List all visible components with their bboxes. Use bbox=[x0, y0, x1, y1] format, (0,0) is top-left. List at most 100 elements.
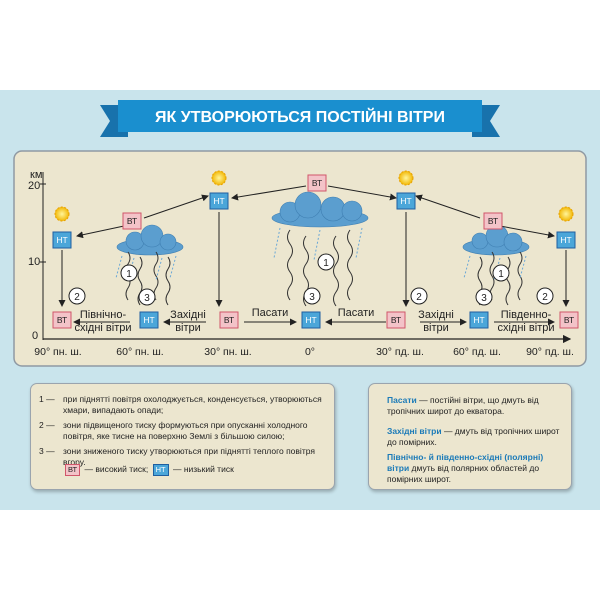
svg-text:НТ: НТ bbox=[560, 235, 571, 245]
tick-label: 20 bbox=[28, 180, 40, 192]
lat-label: 30° пн. ш. bbox=[204, 346, 251, 358]
low-pressure-box: НТ bbox=[469, 311, 489, 329]
legend-text: при піднятті повітря охолоджується, конд… bbox=[63, 394, 322, 415]
cloud-icon bbox=[271, 191, 369, 228]
svg-text:НТ: НТ bbox=[473, 315, 484, 325]
svg-text:НТ: НТ bbox=[56, 235, 67, 245]
low-pressure-box: НТ bbox=[52, 231, 72, 249]
definition-trade: Пасати — постійні вітри, що дмуть від тр… bbox=[387, 395, 567, 417]
marker-1: 1 bbox=[492, 264, 510, 282]
high-pressure-box: ВТ bbox=[307, 174, 327, 192]
sun-icon bbox=[398, 170, 414, 186]
sun-icon bbox=[558, 206, 574, 222]
wind-label-westerly: вітри bbox=[423, 322, 449, 334]
low-pressure-tag: НТ bbox=[152, 464, 169, 476]
low-pressure-box: НТ bbox=[301, 311, 321, 329]
marker-2: 2 bbox=[536, 287, 554, 305]
lat-label: 90° пд. ш. bbox=[526, 346, 574, 358]
title-banner: ЯК УТВОРЮЮТЬСЯ ПОСТІЙНІ ВІТРИ bbox=[100, 100, 500, 137]
legend-text: зони зниженого тиску утворюються при під… bbox=[63, 446, 315, 467]
legend-item: 2 — зони підвищеного тиску формуються пр… bbox=[39, 420, 329, 442]
arrow-icon bbox=[415, 194, 481, 219]
lat-label: 60° пн. ш. bbox=[116, 346, 163, 358]
legend-panel: 1 — при піднятті повітря охолоджується, … bbox=[30, 383, 335, 490]
cloud-icon bbox=[116, 224, 184, 256]
banner-body bbox=[118, 100, 482, 132]
marker-2: 2 bbox=[68, 287, 86, 305]
svg-text:ВТ: ВТ bbox=[127, 216, 137, 226]
page-title: ЯК УТВОРЮЮТЬСЯ ПОСТІЙНІ ВІТРИ bbox=[155, 107, 445, 126]
rain-icon bbox=[115, 227, 527, 281]
svg-text:3: 3 bbox=[481, 293, 487, 304]
svg-text:2: 2 bbox=[416, 292, 422, 303]
svg-text:НТ: НТ bbox=[213, 196, 224, 206]
low-pressure-box: НТ bbox=[396, 192, 416, 210]
definition-text: — постійні вітри, що дмуть від тропічних… bbox=[387, 395, 539, 416]
svg-text:2: 2 bbox=[74, 292, 80, 303]
arrow-icon bbox=[499, 225, 555, 239]
svg-text:ВТ: ВТ bbox=[224, 315, 234, 325]
low-pressure-box: НТ bbox=[139, 311, 159, 329]
definition-term: Пасати bbox=[387, 395, 417, 405]
wind-label-westerly: Західні bbox=[418, 309, 454, 321]
arrow-icon bbox=[327, 185, 397, 201]
definition-westerly: Західні вітри — дмуть від тропічних широ… bbox=[387, 426, 567, 448]
high-pressure-box: ВТ bbox=[52, 311, 72, 329]
high-pressure-desc: — високий тиск; bbox=[84, 464, 149, 474]
tick-label: 0 bbox=[32, 330, 38, 342]
definitions-panel: Пасати — постійні вітри, що дмуть від тр… bbox=[368, 383, 572, 490]
wind-label-trade: Пасати bbox=[338, 307, 375, 319]
svg-text:ВТ: ВТ bbox=[312, 178, 322, 188]
legend-number: 3 — bbox=[39, 446, 55, 456]
high-pressure-box: ВТ bbox=[122, 212, 142, 230]
wind-label-westerly: вітри bbox=[175, 322, 201, 334]
cloud-icon bbox=[462, 224, 530, 256]
marker-1: 1 bbox=[317, 253, 335, 271]
legend-number: 2 — bbox=[39, 420, 55, 430]
svg-text:1: 1 bbox=[126, 269, 132, 280]
legend-item: 1 — при піднятті повітря охолоджується, … bbox=[39, 394, 329, 416]
marker-3: 3 bbox=[138, 288, 156, 306]
wind-label-northeast: східні вітри bbox=[74, 322, 131, 334]
arrow-icon bbox=[231, 185, 307, 201]
svg-text:НТ: НТ bbox=[400, 196, 411, 206]
lat-label: 90° пн. ш. bbox=[34, 346, 81, 358]
sun-icon bbox=[54, 206, 70, 222]
svg-text:ВТ: ВТ bbox=[488, 216, 498, 226]
arrow-icon bbox=[76, 225, 125, 239]
svg-text:3: 3 bbox=[309, 292, 315, 303]
high-pressure-box: ВТ bbox=[559, 311, 579, 329]
legend-number: 1 — bbox=[39, 394, 55, 404]
lat-label: 60° пд. ш. bbox=[453, 346, 501, 358]
svg-text:НТ: НТ bbox=[305, 315, 316, 325]
wind-label-northeast: Північно- bbox=[80, 309, 127, 321]
arrow-icon bbox=[143, 194, 209, 219]
svg-text:ВТ: ВТ bbox=[57, 315, 67, 325]
marker-3: 3 bbox=[303, 287, 321, 305]
svg-text:1: 1 bbox=[498, 269, 504, 280]
definition-polar: Північно- й південно-східні (полярні) ві… bbox=[387, 452, 567, 485]
svg-text:НТ: НТ bbox=[143, 315, 154, 325]
definition-term: Північно- й південно-східні (полярні) ві… bbox=[387, 452, 544, 473]
high-pressure-tag: ВТ bbox=[65, 464, 81, 476]
svg-text:1: 1 bbox=[323, 258, 329, 269]
marker-3: 3 bbox=[475, 288, 493, 306]
high-pressure-box: ВТ bbox=[483, 212, 503, 230]
svg-text:ВТ: ВТ bbox=[564, 315, 574, 325]
wind-label-southeast: Південно- bbox=[501, 309, 552, 321]
wind-label-westerly: Західні bbox=[170, 309, 206, 321]
sun-icon bbox=[211, 170, 227, 186]
svg-text:ВТ: ВТ bbox=[391, 315, 401, 325]
lat-label: 0° bbox=[305, 346, 315, 358]
lat-label: 30° пд. ш. bbox=[376, 346, 424, 358]
tick-label: 10 bbox=[28, 256, 40, 268]
legend-key: ВТ — високий тиск; НТ — низький тиск bbox=[63, 464, 353, 476]
legend-text: зони підвищеного тиску формуються при оп… bbox=[63, 420, 308, 441]
definition-text: дмуть від полярних областей до помірних … bbox=[387, 463, 540, 484]
svg-text:2: 2 bbox=[542, 292, 548, 303]
definition-text: — дмуть від тропічних широт до помірних. bbox=[387, 426, 560, 447]
high-pressure-box: ВТ bbox=[219, 311, 239, 329]
marker-2: 2 bbox=[410, 287, 428, 305]
axis-unit: км bbox=[30, 169, 42, 181]
